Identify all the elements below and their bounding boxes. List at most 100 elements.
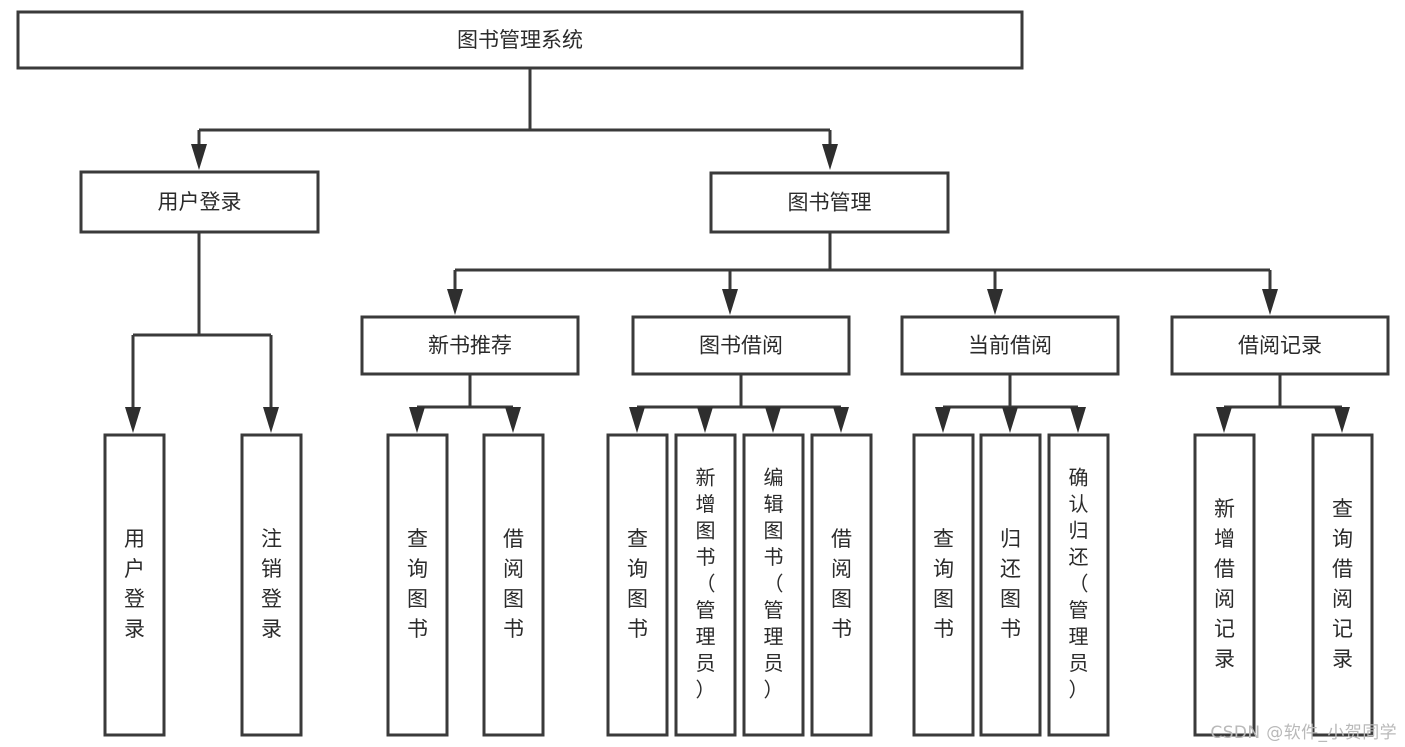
node-leaf-confirm-return-admin[interactable]: 确认归还（管理员） bbox=[1047, 433, 1110, 737]
node-label-leaf-add-borrow-record: 新增借阅记录 bbox=[1214, 497, 1235, 671]
node-leaf-return-book[interactable]: 归还图书 bbox=[979, 433, 1042, 737]
label-char: 询 bbox=[1332, 527, 1353, 551]
node-box-current-borrow bbox=[900, 315, 1120, 376]
label-char: 管 bbox=[764, 598, 784, 622]
label-char: 查 bbox=[627, 527, 648, 551]
label-char: 阅 bbox=[1214, 587, 1235, 611]
node-box-book-borrow bbox=[631, 315, 851, 376]
node-current-borrow[interactable]: 当前借阅 bbox=[900, 315, 1120, 376]
node-leaf-query-book-recommend[interactable]: 查询图书 bbox=[386, 433, 449, 737]
label-char: （ bbox=[764, 572, 784, 596]
group-3-arrowhead-1 bbox=[1334, 407, 1350, 433]
label-char: 还 bbox=[1000, 557, 1021, 581]
node-leaf-user-logout[interactable]: 注销登录 bbox=[240, 433, 303, 737]
group-1-arrowhead-3 bbox=[833, 407, 849, 433]
watermark-text: CSDN @软件_小贺同学 bbox=[1210, 723, 1397, 743]
label-char: 认 bbox=[1069, 492, 1089, 516]
node-borrow-record[interactable]: 借阅记录 bbox=[1170, 315, 1390, 376]
label-char: 书 bbox=[831, 617, 852, 641]
connector-layer bbox=[125, 68, 1350, 433]
book-manage-arrowhead-1 bbox=[722, 289, 738, 315]
node-label-current-borrow: 当前借阅 bbox=[968, 334, 1052, 358]
node-leaf-user-login[interactable]: 用户登录 bbox=[103, 433, 166, 737]
node-box-user-login bbox=[79, 170, 320, 234]
node-label-leaf-edit-book-admin: 编辑图书（管理员） bbox=[764, 466, 784, 702]
label-char: 销 bbox=[261, 557, 282, 581]
label-char: 录 bbox=[261, 617, 282, 641]
node-leaf-query-borrow-record[interactable]: 查询借阅记录 bbox=[1311, 433, 1374, 737]
label-char: 借 bbox=[1332, 557, 1353, 581]
node-book-manage[interactable]: 图书管理 bbox=[709, 171, 950, 234]
label-char: 书 bbox=[627, 617, 648, 641]
node-user-login[interactable]: 用户登录 bbox=[79, 170, 320, 234]
label-char: 管 bbox=[696, 598, 716, 622]
label-char: 书 bbox=[1000, 617, 1021, 641]
group-0-arrowhead-1 bbox=[505, 407, 521, 433]
node-label-new-book-recommend: 新书推荐 bbox=[428, 334, 512, 358]
label-char: 图 bbox=[407, 587, 428, 611]
label-char: 用 bbox=[124, 527, 145, 551]
node-label-leaf-query-book-recommend: 查询图书 bbox=[407, 527, 428, 641]
label-char: 询 bbox=[407, 557, 428, 581]
node-root[interactable]: 图书管理系统 bbox=[16, 10, 1024, 70]
label-char: 登 bbox=[261, 587, 282, 611]
label-char: 书 bbox=[407, 617, 428, 641]
label-char: 图 bbox=[764, 519, 784, 543]
node-leaf-query-book-borrow[interactable]: 查询图书 bbox=[606, 433, 669, 737]
node-label-leaf-query-book-current: 查询图书 bbox=[933, 527, 954, 641]
label-char: 查 bbox=[407, 527, 428, 551]
label-char: 编 bbox=[764, 466, 784, 490]
node-box-leaf-borrow-book-recommend bbox=[482, 433, 545, 737]
label-char: 图 bbox=[831, 587, 852, 611]
node-leaf-add-borrow-record[interactable]: 新增借阅记录 bbox=[1193, 433, 1256, 737]
root-arrowhead-1 bbox=[822, 144, 838, 170]
node-box-leaf-add-borrow-record bbox=[1193, 433, 1256, 737]
group-1-arrowhead-0 bbox=[629, 407, 645, 433]
label-char: 书 bbox=[933, 617, 954, 641]
group-1-arrowhead-1 bbox=[697, 407, 713, 433]
node-label-book-borrow: 图书借阅 bbox=[699, 334, 783, 358]
group-0-arrowhead-0 bbox=[409, 407, 425, 433]
label-char: 书 bbox=[696, 545, 716, 569]
group-2-arrowhead-0 bbox=[935, 407, 951, 433]
node-book-borrow[interactable]: 图书借阅 bbox=[631, 315, 851, 376]
book-manage-arrowhead-0 bbox=[447, 289, 463, 315]
label-char: 录 bbox=[124, 617, 145, 641]
label-char: 辑 bbox=[764, 492, 784, 516]
node-leaf-query-book-current[interactable]: 查询图书 bbox=[912, 433, 975, 737]
node-leaf-add-book-admin[interactable]: 新增图书（管理员） bbox=[674, 433, 737, 737]
node-box-leaf-confirm-return-admin bbox=[1047, 433, 1110, 737]
label-char: 理 bbox=[696, 625, 716, 649]
group-3-arrowhead-0 bbox=[1216, 407, 1232, 433]
label-char: 阅 bbox=[503, 557, 524, 581]
label-char: 增 bbox=[1214, 527, 1235, 551]
node-layer: 图书管理系统用户登录图书管理新书推荐图书借阅当前借阅借阅记录用户登录注销登录查询… bbox=[16, 10, 1390, 737]
node-leaf-edit-book-admin[interactable]: 编辑图书（管理员） bbox=[742, 433, 805, 737]
label-char: 归 bbox=[1069, 519, 1089, 543]
label-char: 录 bbox=[1214, 647, 1235, 671]
node-label-leaf-query-borrow-record: 查询借阅记录 bbox=[1332, 497, 1353, 671]
label-char: 询 bbox=[627, 557, 648, 581]
node-box-new-book-recommend bbox=[360, 315, 580, 376]
node-box-root bbox=[16, 10, 1024, 70]
book-manage-arrowhead-2 bbox=[987, 289, 1003, 315]
node-box-leaf-query-book-current bbox=[912, 433, 975, 737]
node-box-borrow-record bbox=[1170, 315, 1390, 376]
label-char: 借 bbox=[831, 527, 852, 551]
node-box-leaf-borrow-book bbox=[810, 433, 873, 737]
group-2-arrowhead-2 bbox=[1070, 407, 1086, 433]
label-char: ） bbox=[1069, 678, 1089, 702]
label-char: 还 bbox=[1069, 545, 1089, 569]
node-box-leaf-query-book-borrow bbox=[606, 433, 669, 737]
label-char: 员 bbox=[696, 651, 716, 675]
label-char: 询 bbox=[933, 557, 954, 581]
node-leaf-borrow-book[interactable]: 借阅图书 bbox=[810, 433, 873, 737]
node-label-leaf-add-book-admin: 新增图书（管理员） bbox=[696, 466, 716, 702]
node-label-borrow-record: 借阅记录 bbox=[1238, 334, 1322, 358]
node-leaf-borrow-book-recommend[interactable]: 借阅图书 bbox=[482, 433, 545, 737]
label-char: 图 bbox=[627, 587, 648, 611]
node-box-leaf-query-borrow-record bbox=[1311, 433, 1374, 737]
user-login-arrowhead-0 bbox=[125, 407, 141, 433]
node-box-leaf-add-book-admin bbox=[674, 433, 737, 737]
node-new-book-recommend[interactable]: 新书推荐 bbox=[360, 315, 580, 376]
